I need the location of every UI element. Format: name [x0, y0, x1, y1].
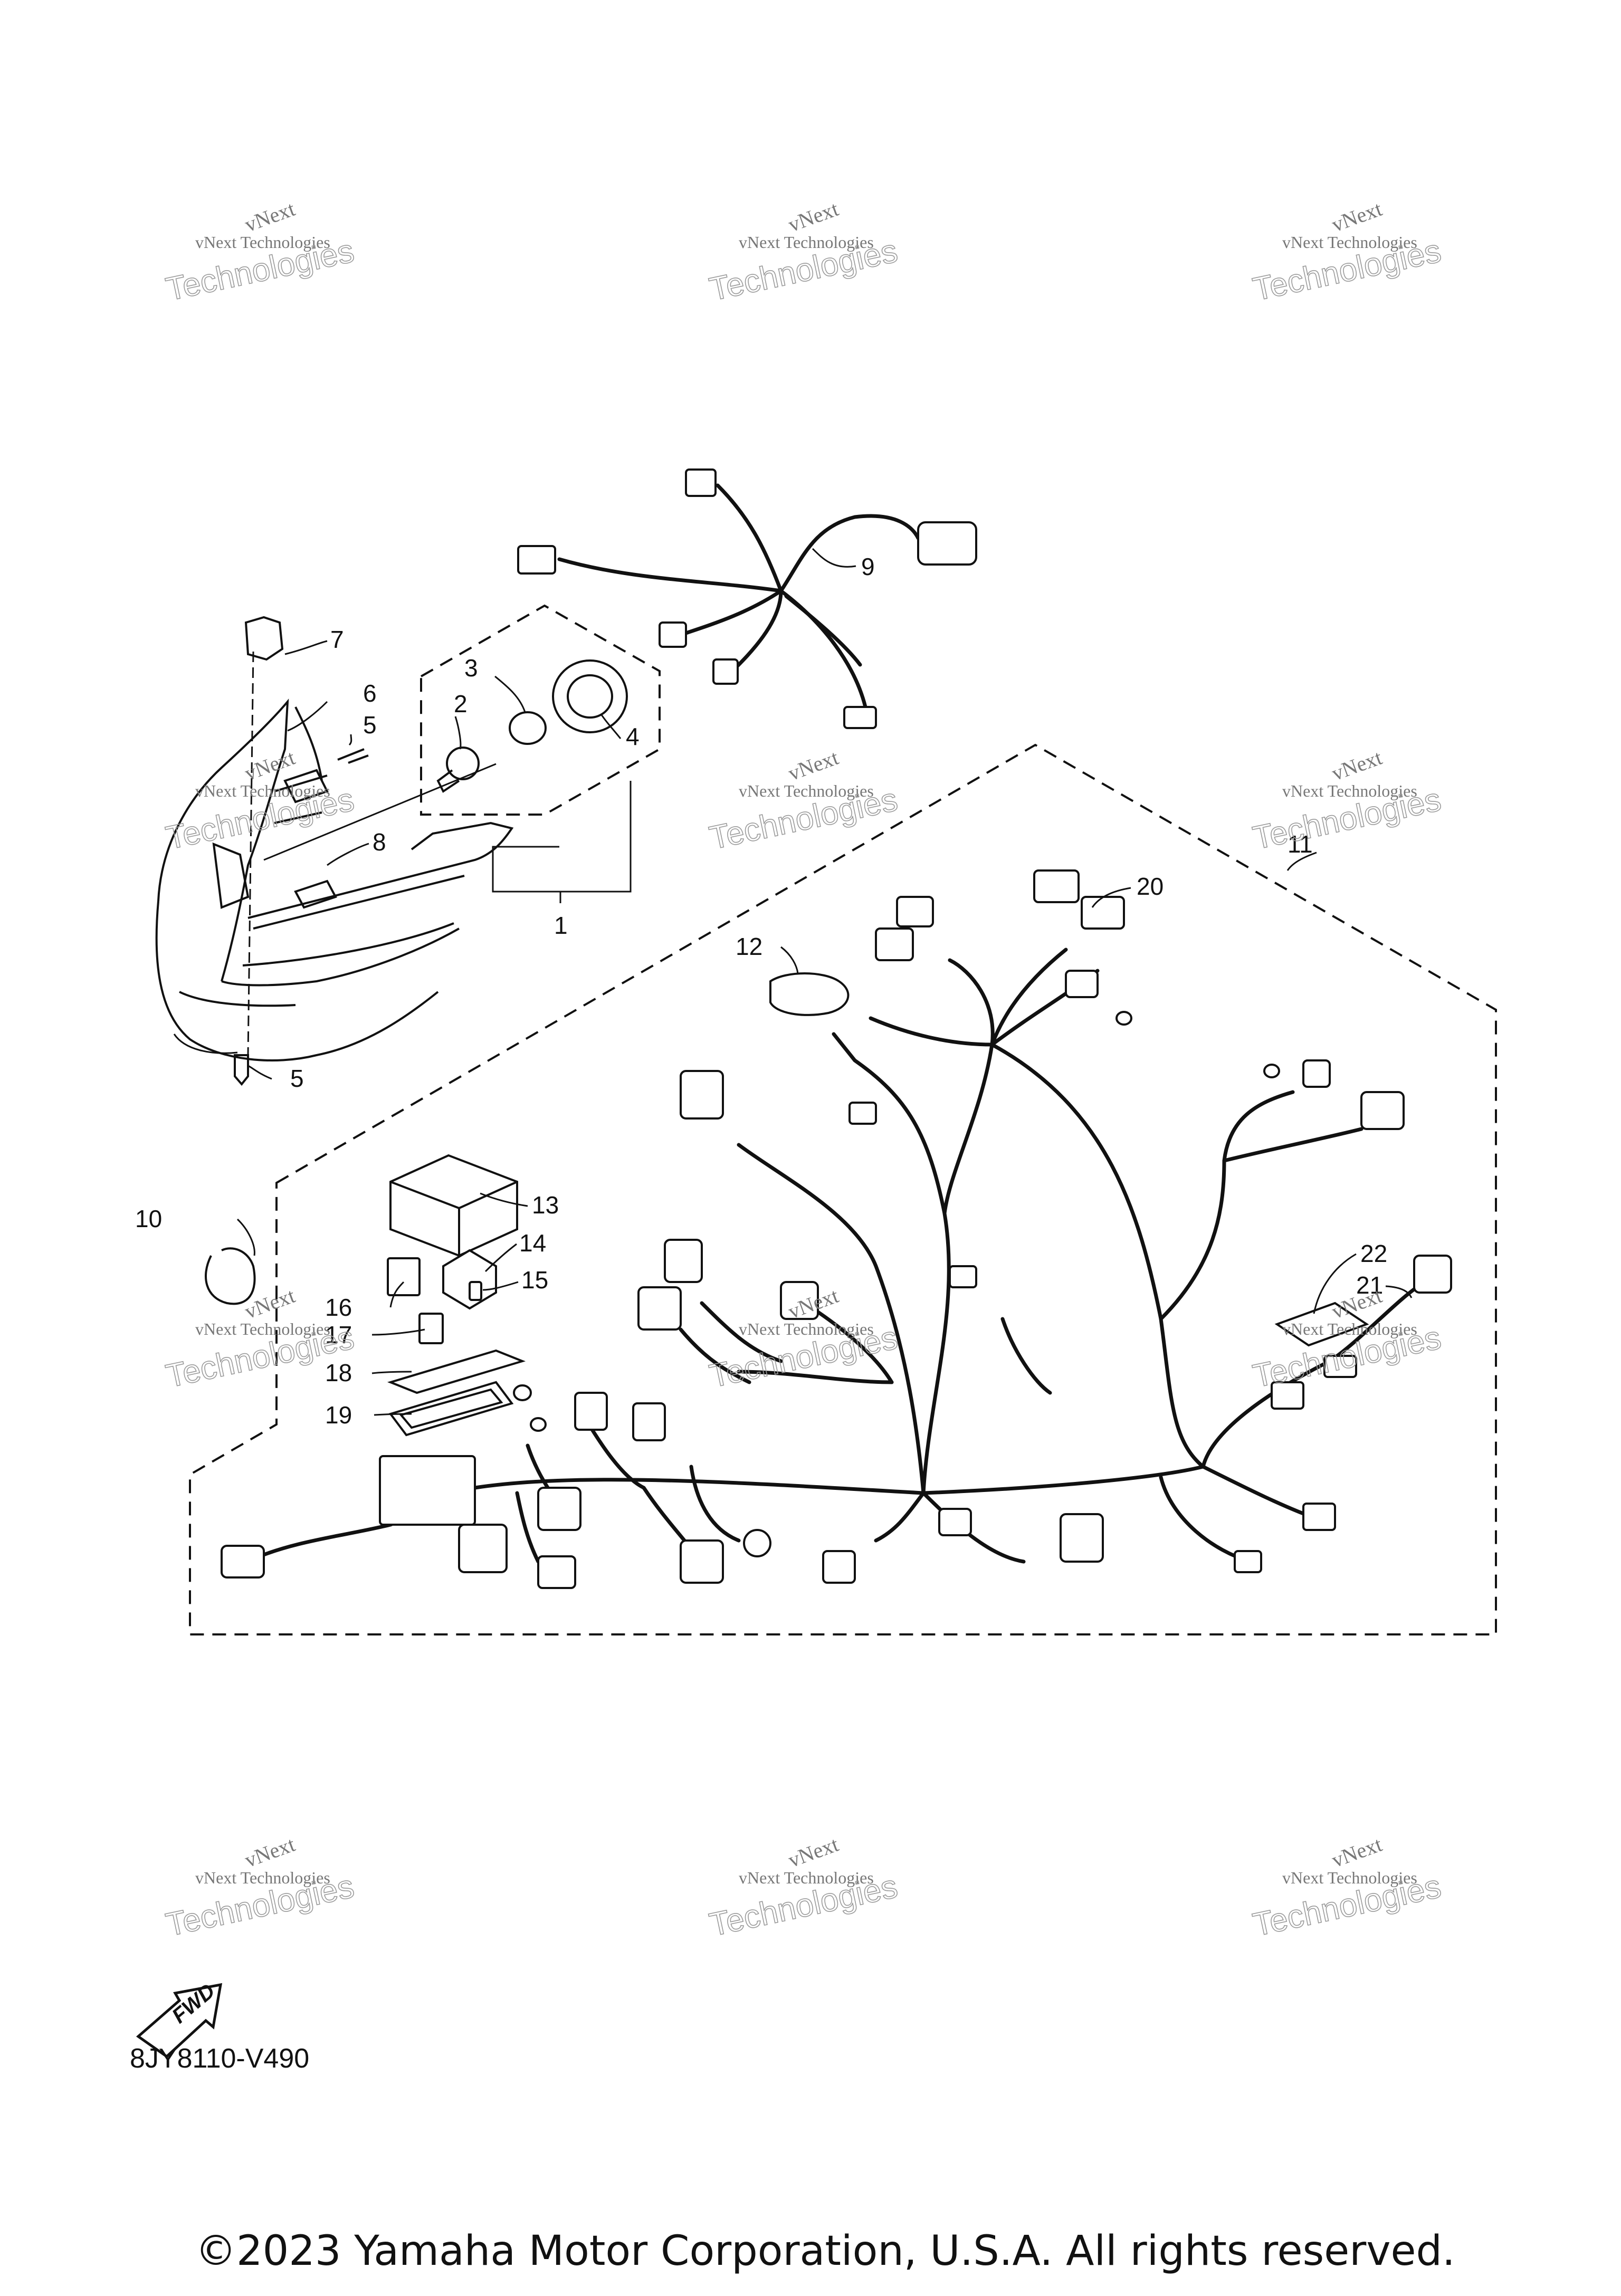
svg-text:vNext: vNext [785, 745, 842, 786]
callout-19: 19 [325, 1401, 352, 1429]
svg-text:vNext: vNext [242, 1832, 298, 1872]
grommet-8 [294, 879, 337, 909]
svg-text:vNext Technologies: vNext Technologies [1282, 1868, 1417, 1887]
svg-text:vNext Technologies: vNext Technologies [739, 781, 874, 800]
headlight-subharness [557, 483, 920, 709]
label-22 [1274, 1302, 1369, 1347]
junction-box [379, 1455, 476, 1526]
svg-text:vNext Technologies: vNext Technologies [195, 781, 330, 800]
copyright-notice: ©2023 Yamaha Motor Corporation, U.S.A. A… [195, 2227, 1455, 2275]
harness-group-outline [189, 743, 1497, 1635]
callout-17: 17 [325, 1321, 352, 1348]
callout-11: 11 [1288, 830, 1313, 858]
bulb-parts [263, 659, 628, 861]
fuse-15 [469, 1281, 482, 1301]
callout-5-upper: 5 [363, 711, 377, 739]
watermark: vNext vNext Technologies Technologies [706, 745, 901, 857]
fuse-17 [418, 1313, 444, 1344]
relay-16 [387, 1257, 421, 1296]
leader-lines [236, 548, 1413, 1416]
watermark: vNext vNext Technologies Technologies [1250, 1284, 1445, 1395]
svg-text:vNext Technologies: vNext Technologies [1282, 233, 1417, 252]
coupler-20 [1081, 896, 1125, 930]
callout-13: 13 [532, 1191, 559, 1219]
callout-14: 14 [519, 1229, 546, 1257]
svg-text:vNext Technologies: vNext Technologies [739, 1868, 874, 1887]
bracket-7 [244, 616, 284, 661]
callout-2: 2 [454, 690, 468, 718]
board-18 [387, 1349, 526, 1394]
loose-parts [205, 896, 1369, 1437]
fuse-block-14 [442, 1249, 497, 1310]
svg-text:vNext Technologies: vNext Technologies [195, 233, 330, 252]
svg-text:vNext: vNext [785, 197, 842, 237]
callouts: 1 2 3 4 5 5 6 7 8 9 10 11 12 13 14 15 16… [135, 553, 1387, 1429]
screw-5-upper [337, 748, 369, 764]
screw-5-lower [234, 1054, 249, 1086]
headlight-assembly [155, 616, 514, 1086]
watermark: vNext vNext Technologies Technologies [1250, 745, 1445, 857]
callout-6: 6 [363, 680, 377, 707]
callout-16: 16 [325, 1294, 352, 1321]
part-code: 8JY8110-V490 [130, 2043, 310, 2074]
callout-10: 10 [135, 1205, 162, 1232]
svg-text:vNext: vNext [242, 197, 298, 237]
cap-12 [769, 972, 850, 1016]
ring-terminal [513, 1384, 532, 1401]
subharness-connectors [517, 468, 977, 729]
harness-connectors [221, 869, 1452, 1589]
svg-text:vNext Technologies: vNext Technologies [739, 233, 874, 252]
watermark: vNext vNext Technologies Technologies [706, 197, 901, 309]
watermark: vNext vNext Technologies Technologies [1250, 1832, 1445, 1944]
watermark: vNext vNext Technologies Technologies [163, 197, 358, 309]
svg-text:vNext Technologies: vNext Technologies [195, 1868, 330, 1887]
callout-3: 3 [464, 654, 478, 682]
callout-20: 20 [1137, 873, 1164, 900]
callout-5-lower: 5 [290, 1065, 304, 1092]
spring-clip-3 [509, 711, 547, 745]
group-outlines [189, 604, 1497, 1635]
callout-15: 15 [521, 1266, 548, 1294]
svg-text:vNext: vNext [785, 1832, 842, 1872]
watermark: vNext vNext Technologies Technologies [706, 1832, 901, 1944]
svg-text:vNext Technologies: vNext Technologies [1282, 781, 1417, 800]
callout-22: 22 [1360, 1240, 1387, 1267]
band-10 [205, 1247, 256, 1305]
callout-8: 8 [373, 828, 386, 856]
callout-21: 21 [1356, 1271, 1383, 1299]
callout-7: 7 [330, 626, 344, 653]
svg-text:vNext: vNext [1329, 1832, 1385, 1872]
svg-text:vNext: vNext [242, 1284, 298, 1324]
watermark: vNext vNext Technologies Technologies [1250, 197, 1445, 309]
callout-18: 18 [325, 1359, 352, 1386]
watermarks: vNext vNext Technologies Technologies vN… [163, 197, 1445, 1944]
svg-text:vNext Technologies: vNext Technologies [195, 1319, 330, 1338]
callout-4: 4 [626, 723, 640, 750]
svg-text:vNext: vNext [1329, 745, 1385, 786]
bulb-2 [446, 747, 480, 780]
bulb-group-outline [420, 604, 661, 816]
svg-text:vNext Technologies: vNext Technologies [1282, 1319, 1417, 1338]
watermark: vNext vNext Technologies Technologies [706, 1284, 901, 1395]
callout-9: 9 [861, 553, 875, 580]
bulb-cover-4 [552, 659, 628, 733]
svg-text:vNext Technologies: vNext Technologies [739, 1319, 874, 1338]
clip-6 [283, 769, 329, 803]
svg-text:vNext: vNext [1329, 197, 1385, 237]
watermark: vNext vNext Technologies Technologies [163, 1832, 358, 1944]
headlight-lens [173, 1034, 238, 1054]
callout-1: 1 [554, 912, 568, 939]
callout-12: 12 [736, 933, 762, 960]
